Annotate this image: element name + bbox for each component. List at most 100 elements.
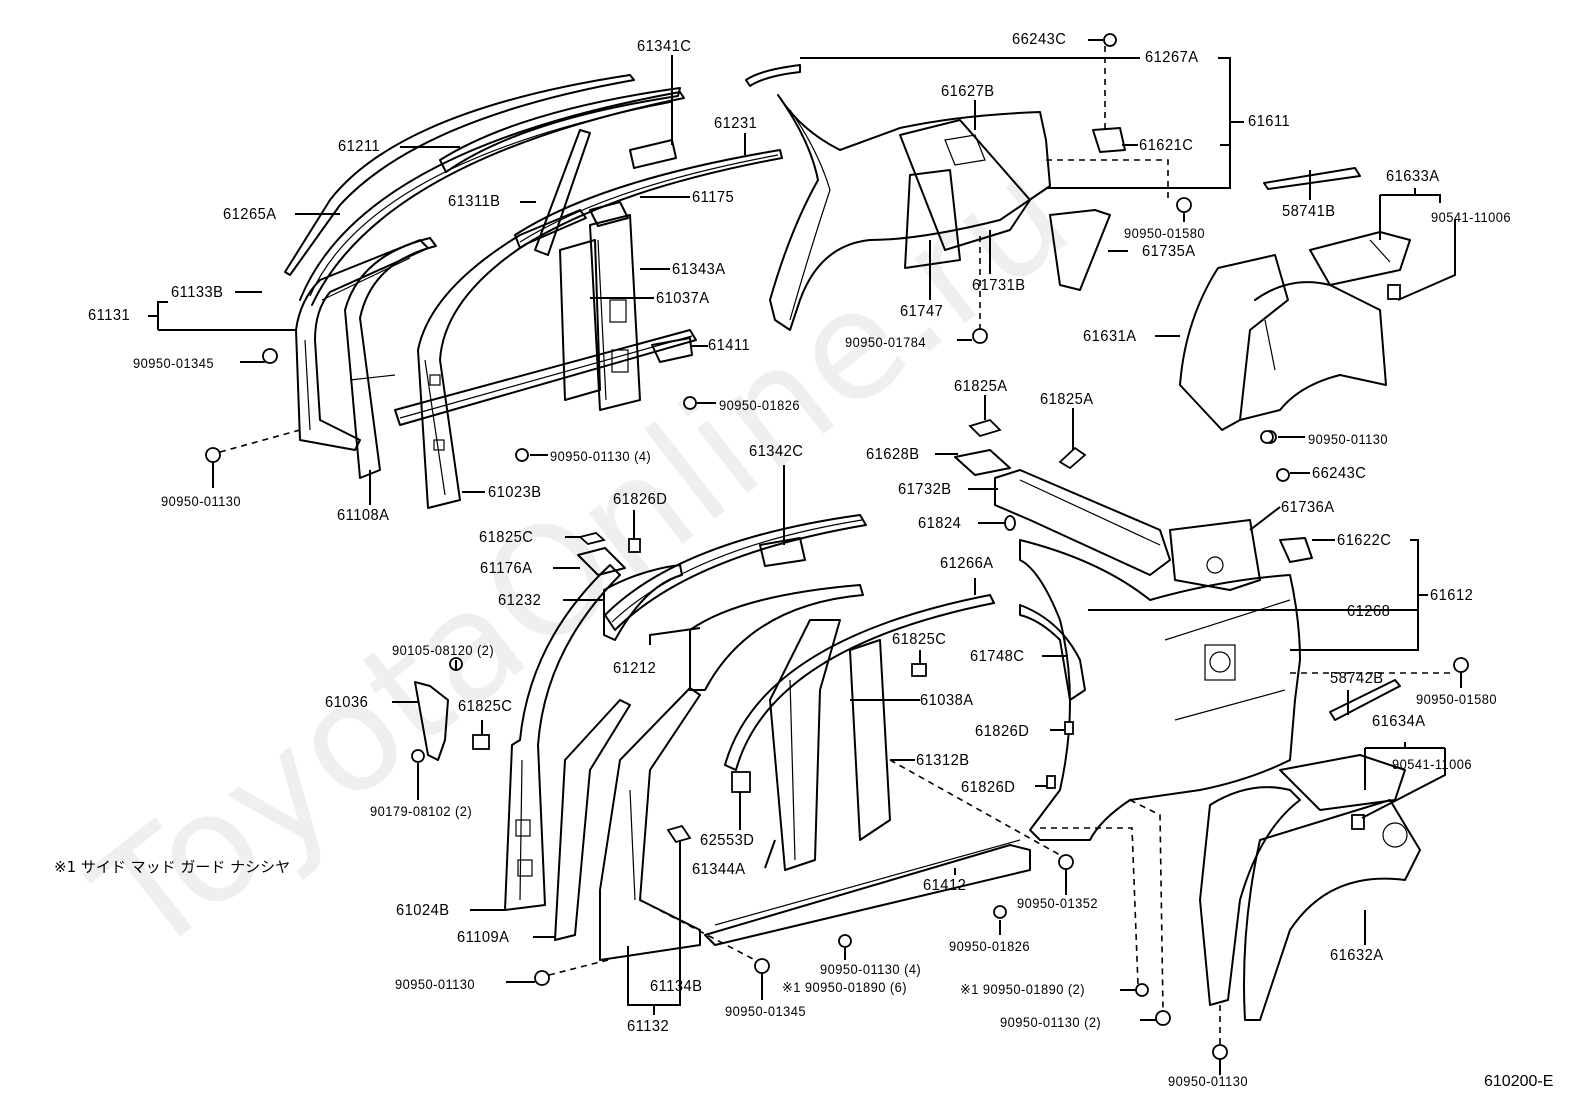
label-61266A: 61266A xyxy=(940,555,994,572)
label-61825C: 61825C xyxy=(479,529,534,546)
label-61731B: 61731B xyxy=(972,277,1026,294)
label-61268: 61268 xyxy=(1347,603,1391,620)
part-61824-drawing xyxy=(1004,515,1016,531)
fastener-90950-01130 xyxy=(838,934,852,948)
label-90950-01580: 90950-01580 xyxy=(1124,225,1205,241)
part-61631A-drawing xyxy=(1179,254,1387,431)
fastener-90950-01130 xyxy=(1155,1010,1171,1026)
label-66243C: 66243C xyxy=(1312,465,1367,482)
part-61038A-drawing xyxy=(769,619,841,871)
part-61826D-drawing xyxy=(1064,721,1074,735)
label-90950-01784: 90950-01784 xyxy=(845,334,926,350)
label-90179-08102: 90179-08102 (2) xyxy=(370,803,473,819)
fastener-90950-01826 xyxy=(683,396,697,410)
label-61622C: 61622C xyxy=(1337,532,1392,549)
label-90950-01580: 90950-01580 xyxy=(1416,691,1497,707)
part-61628B-drawing xyxy=(954,449,1011,476)
part-61341C-drawing xyxy=(629,139,677,169)
label-61732B: 61732B xyxy=(898,481,952,498)
label-58742B: 58742B xyxy=(1330,670,1384,687)
label-61023B: 61023B xyxy=(488,484,542,501)
label-90950-01352: 90950-01352 xyxy=(1017,895,1098,911)
part-61825C-drawing xyxy=(472,734,490,750)
part-61825A-drawing xyxy=(968,418,1002,438)
label-61131: 61131 xyxy=(88,307,131,324)
part-61748C-drawing xyxy=(1019,604,1086,701)
fastener-90950-01890 xyxy=(1135,983,1149,997)
label-61037A: 61037A xyxy=(656,290,710,307)
label-90950-01826: 90950-01826 xyxy=(719,397,800,413)
part-rocker-upper-drawing xyxy=(394,329,697,426)
label-61211: 61211 xyxy=(338,138,381,155)
part-61627B-drawing xyxy=(899,119,1031,251)
part-90950-01580-drawing xyxy=(1453,657,1469,673)
part-61632A-drawing xyxy=(1199,786,1421,1021)
label-61634A: 61634A xyxy=(1372,713,1426,730)
part-61736A-drawing xyxy=(1169,519,1261,591)
label-61175: 61175 xyxy=(692,189,735,206)
label-61176A: 61176A xyxy=(480,560,533,577)
label-61825A: 61825A xyxy=(1040,391,1094,408)
part-61109A-drawing xyxy=(554,699,631,941)
label-62553D: 62553D xyxy=(700,832,755,849)
label-90541-11006: 90541-11006 xyxy=(1392,756,1473,772)
label-90950-01345: 90950-01345 xyxy=(725,1003,806,1019)
part-61267A-drawing xyxy=(745,64,801,87)
label-61108A: 61108A xyxy=(337,507,390,524)
part-61411-drawing xyxy=(651,337,693,363)
label-90950-01130: 90950-01130 xyxy=(161,493,242,509)
label-61612: 61612 xyxy=(1430,587,1474,604)
leader-dash xyxy=(219,429,301,453)
part-center-pillar-drawing xyxy=(534,129,641,411)
label-61748C: 61748C xyxy=(970,648,1025,665)
part-61825C-drawing xyxy=(911,663,927,677)
part-61622C-drawing xyxy=(1279,537,1313,563)
label-90950-01130: 90950-01130 xyxy=(395,976,476,992)
leader-lines xyxy=(148,39,1462,1075)
label-61232: 61232 xyxy=(498,592,542,609)
part-61036-drawing xyxy=(414,681,449,761)
part-61132-drawing xyxy=(599,687,701,961)
part-61732B-drawing xyxy=(994,469,1171,576)
part-61131-drawing xyxy=(295,239,429,451)
label-61632A: 61632A xyxy=(1330,947,1384,964)
label-61621C: 61621C xyxy=(1139,137,1194,154)
label-90105-08120: 90105-08120 (2) xyxy=(392,642,495,658)
part-90541-11006-drawing xyxy=(1351,814,1365,830)
label-90950-01130-qty2: 90950-01130 (2) xyxy=(1000,1014,1102,1030)
label-90950-01130-qty4: 90950-01130 (4) xyxy=(820,961,922,977)
label-61736A: 61736A xyxy=(1281,499,1335,516)
label-61212: 61212 xyxy=(613,660,657,677)
part-61134B-drawing xyxy=(666,824,692,844)
part-61342C-drawing xyxy=(604,514,867,631)
fastener-90950-01130 xyxy=(1260,430,1274,444)
part-58742B-drawing xyxy=(1329,679,1401,721)
label-90950-01345: 90950-01345 xyxy=(133,355,214,371)
label-61735A: 61735A xyxy=(1142,243,1196,260)
part-62553D-drawing xyxy=(731,771,751,793)
part-58741B-drawing xyxy=(1263,167,1361,190)
label-61133B: 61133B xyxy=(171,284,224,301)
label-90950-01130: 90950-01130 xyxy=(1168,1073,1249,1089)
part-61175-drawing xyxy=(589,201,629,227)
label-90950-01890-qty2: ※1 90950-01890 (2) xyxy=(960,981,1086,997)
label-61627B: 61627B xyxy=(941,83,995,100)
diagram-code: 610200-E xyxy=(1484,1073,1554,1090)
part-61633A-drawing xyxy=(1309,231,1411,286)
part-61232-drawing xyxy=(603,564,683,641)
label-61344A: 61344A xyxy=(692,861,746,878)
part-61212-drawing xyxy=(689,584,864,691)
label-61826D: 61826D xyxy=(975,723,1030,740)
fastener-90950-01345 xyxy=(754,958,770,974)
fastener-90950-01345 xyxy=(262,348,278,364)
fastener-90950-01130 xyxy=(534,970,550,986)
footnote: ※1 サイド マッド ガード ナシシヤ xyxy=(54,858,291,876)
part-61634A-drawing xyxy=(1279,754,1406,811)
label-61826D: 61826D xyxy=(613,491,668,508)
label-61411: 61411 xyxy=(708,337,751,354)
label-90950-01826: 90950-01826 xyxy=(949,938,1030,954)
part-61612-drawing xyxy=(1019,539,1301,841)
fastener-90950-01826 xyxy=(993,905,1007,919)
label-61633A: 61633A xyxy=(1386,168,1440,185)
